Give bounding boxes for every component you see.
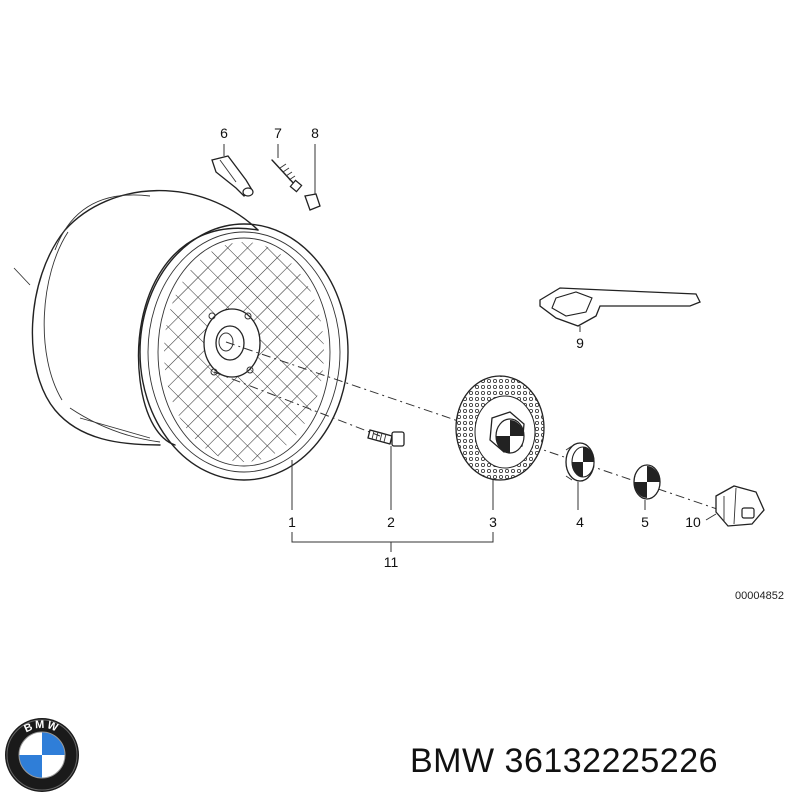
- callout-6: 6: [220, 125, 228, 141]
- callout-labels: 6 7 8 9 1 2 3 4 5 10 11 00004852: [220, 125, 784, 602]
- leader-lines: [223, 144, 717, 552]
- valve-core: [271, 159, 303, 193]
- wheel-rim: [13, 189, 349, 481]
- callout-10: 10: [685, 514, 701, 530]
- callout-9: 9: [576, 335, 584, 351]
- callout-11: 11: [384, 554, 399, 570]
- hub-cap-wrench: [539, 287, 701, 327]
- callout-1: 1: [288, 514, 296, 530]
- callout-4: 4: [576, 514, 584, 530]
- callout-5: 5: [641, 514, 649, 530]
- callout-2: 2: [387, 514, 395, 530]
- product-title: BMW 36132225226: [410, 742, 719, 780]
- callout-8: 8: [311, 125, 319, 141]
- lock-nut: [715, 485, 765, 527]
- valve-stem: [211, 155, 254, 197]
- wheel-bolt: [367, 429, 405, 447]
- drawing-code: 00004852: [735, 590, 784, 602]
- svg-text:BMW: BMW: [22, 719, 61, 735]
- bmw-roundel-logo: BMW: [5, 718, 79, 792]
- callout-3: 3: [489, 514, 497, 530]
- callout-7: 7: [274, 125, 282, 141]
- valve-cap: [304, 193, 321, 211]
- center-emblem-large: [565, 442, 595, 482]
- center-emblem-small: [633, 464, 661, 500]
- hub-cap: [455, 375, 545, 481]
